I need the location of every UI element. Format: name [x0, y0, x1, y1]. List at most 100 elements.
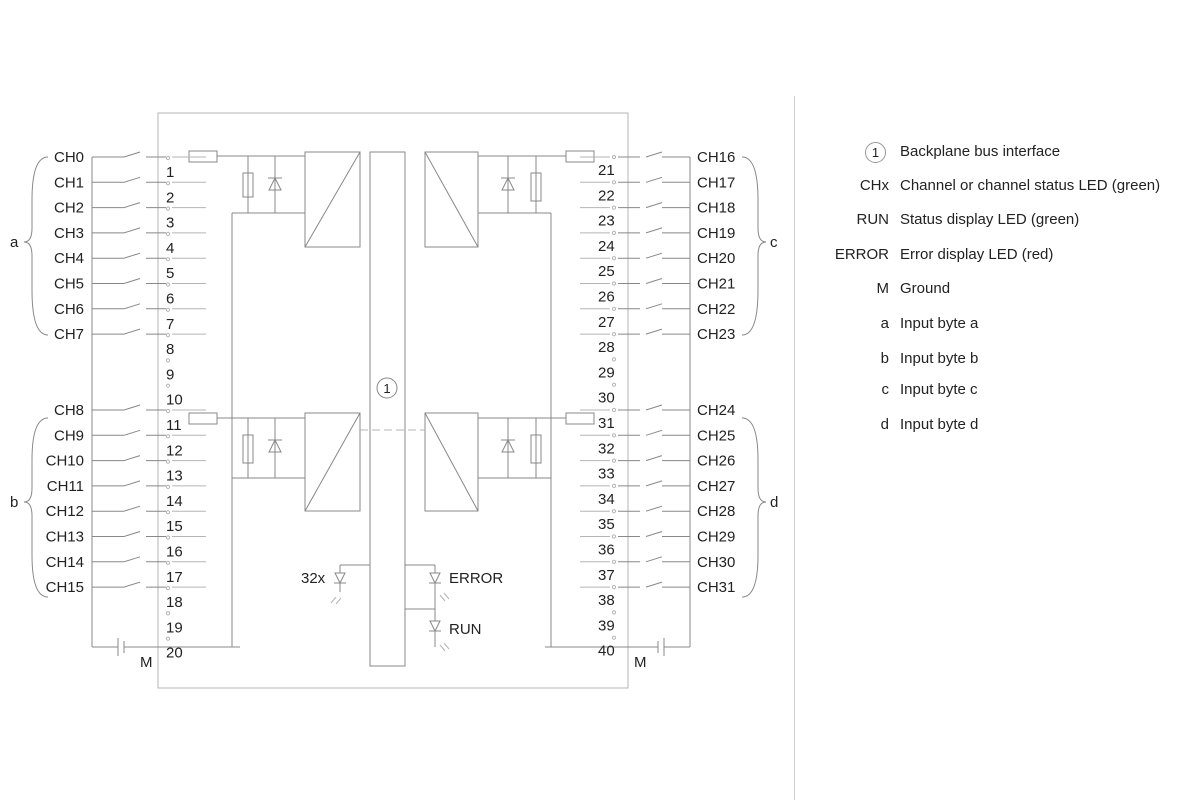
legend-key: a: [880, 315, 889, 332]
pin-36: 36: [598, 542, 615, 559]
channel-label-ch18: CH18: [697, 200, 735, 217]
legend-key: 1: [865, 142, 886, 163]
legend-text: Input byte c: [900, 381, 978, 398]
pin-24: 24: [598, 238, 615, 255]
channel-ch4: CH4: [54, 250, 206, 267]
channel-label-ch29: CH29: [697, 529, 735, 546]
channel-ch10: CH10: [46, 453, 206, 470]
pin-27: 27: [598, 314, 615, 331]
channel-ch5: CH5: [54, 276, 206, 293]
channel-ch14: CH14: [46, 554, 206, 571]
channel-label-ch8: CH8: [54, 402, 84, 419]
pin-28: 28: [598, 339, 615, 356]
optocoupler-right-bottom: [424, 412, 479, 512]
group-brace-a: [23, 156, 49, 336]
legend-row: d Input byte d: [810, 416, 1200, 438]
channel-ch8: CH8: [54, 402, 206, 419]
pin-16: 16: [166, 544, 183, 561]
channel-label-ch19: CH19: [697, 225, 735, 242]
channel-label-ch25: CH25: [697, 427, 735, 444]
legend-text: Input byte d: [900, 416, 979, 433]
pin-11: 11: [166, 417, 182, 434]
input-network-right-top: [478, 150, 595, 214]
pin-19: 19: [166, 619, 183, 636]
legend-text: Input byte a: [900, 315, 979, 332]
legend-text: Input byte b: [900, 350, 979, 367]
run-led: [429, 609, 450, 652]
channel-ch6: CH6: [54, 301, 206, 318]
channel-label-ch21: CH21: [697, 276, 735, 293]
legend-key: c: [881, 381, 890, 398]
legend-key: M: [876, 280, 890, 297]
pin-33: 33: [598, 466, 615, 483]
pin-40: 40: [598, 643, 615, 660]
bus-marker-circle: [376, 377, 398, 399]
pin-10: 10: [166, 392, 183, 409]
ground-label-right: M: [634, 654, 647, 671]
pin-39: 39: [598, 617, 615, 634]
group-label-a: a: [10, 234, 19, 251]
input-network-left-bottom: [188, 412, 305, 479]
optocoupler-left-bottom: [304, 412, 361, 512]
legend-key: d: [880, 416, 889, 433]
legend-row: 1 Backplane bus interface: [810, 142, 1200, 165]
channel-label-ch16: CH16: [697, 149, 735, 166]
channel-label-ch27: CH27: [697, 478, 735, 495]
channel-led: [330, 564, 370, 605]
channel-label-ch6: CH6: [54, 301, 84, 318]
pin-31: 31: [598, 415, 615, 432]
pin-8: 8: [166, 341, 174, 358]
channel-ch26: CH26: [580, 453, 735, 470]
group-brace-b: [23, 417, 49, 598]
channel-label-ch23: CH23: [697, 326, 735, 343]
optocoupler-left-top: [304, 151, 361, 248]
pin-25: 25: [598, 263, 615, 280]
channel-connections: CH0CH1CH2CH3CH4CH5CH6CH7CH8CH9CH10CH11CH…: [46, 149, 736, 596]
channel-ch3: CH3: [54, 225, 206, 242]
channel-label-ch26: CH26: [697, 453, 735, 470]
channel-led-label: 32x: [301, 570, 326, 587]
pin-38: 38: [598, 592, 615, 609]
channel-ch28: CH28: [580, 503, 735, 520]
ground-label-left: M: [140, 654, 153, 671]
channel-ch18: CH18: [580, 200, 735, 217]
channel-ch29: CH29: [580, 529, 735, 546]
pin-30: 30: [598, 390, 615, 407]
channel-ch24: CH24: [580, 402, 735, 419]
channel-ch11: CH11: [47, 478, 206, 495]
pin-7: 7: [166, 316, 174, 333]
module-housing: [157, 112, 629, 689]
pin-20: 20: [166, 645, 183, 662]
channel-ch20: CH20: [580, 250, 735, 267]
channel-label-ch4: CH4: [54, 250, 84, 267]
pin-9: 9: [166, 366, 174, 383]
channel-label-ch15: CH15: [46, 579, 84, 596]
pin-15: 15: [166, 518, 183, 535]
channel-label-ch13: CH13: [46, 529, 84, 546]
channel-ch17: CH17: [580, 174, 735, 191]
channel-ch22: CH22: [580, 301, 735, 318]
pin-3: 3: [166, 215, 174, 232]
legend-text: Channel or channel status LED (green): [900, 177, 1161, 194]
pin-34: 34: [598, 491, 615, 508]
channel-label-ch0: CH0: [54, 149, 84, 166]
bus-marker-label: 1: [383, 381, 390, 396]
channel-label-ch20: CH20: [697, 250, 735, 267]
channel-label-ch17: CH17: [697, 174, 735, 191]
input-network-right-bottom: [478, 412, 595, 479]
pin-26: 26: [598, 289, 615, 306]
pin-17: 17: [166, 569, 183, 586]
pin-5: 5: [166, 265, 174, 282]
legend-text: Backplane bus interface: [900, 143, 1061, 160]
ground-right: [612, 157, 691, 656]
pin-18: 18: [166, 594, 183, 611]
channel-ch7: CH7: [54, 326, 206, 343]
legend-row: a Input byte a: [810, 315, 1200, 337]
pin-32: 32: [598, 440, 615, 457]
